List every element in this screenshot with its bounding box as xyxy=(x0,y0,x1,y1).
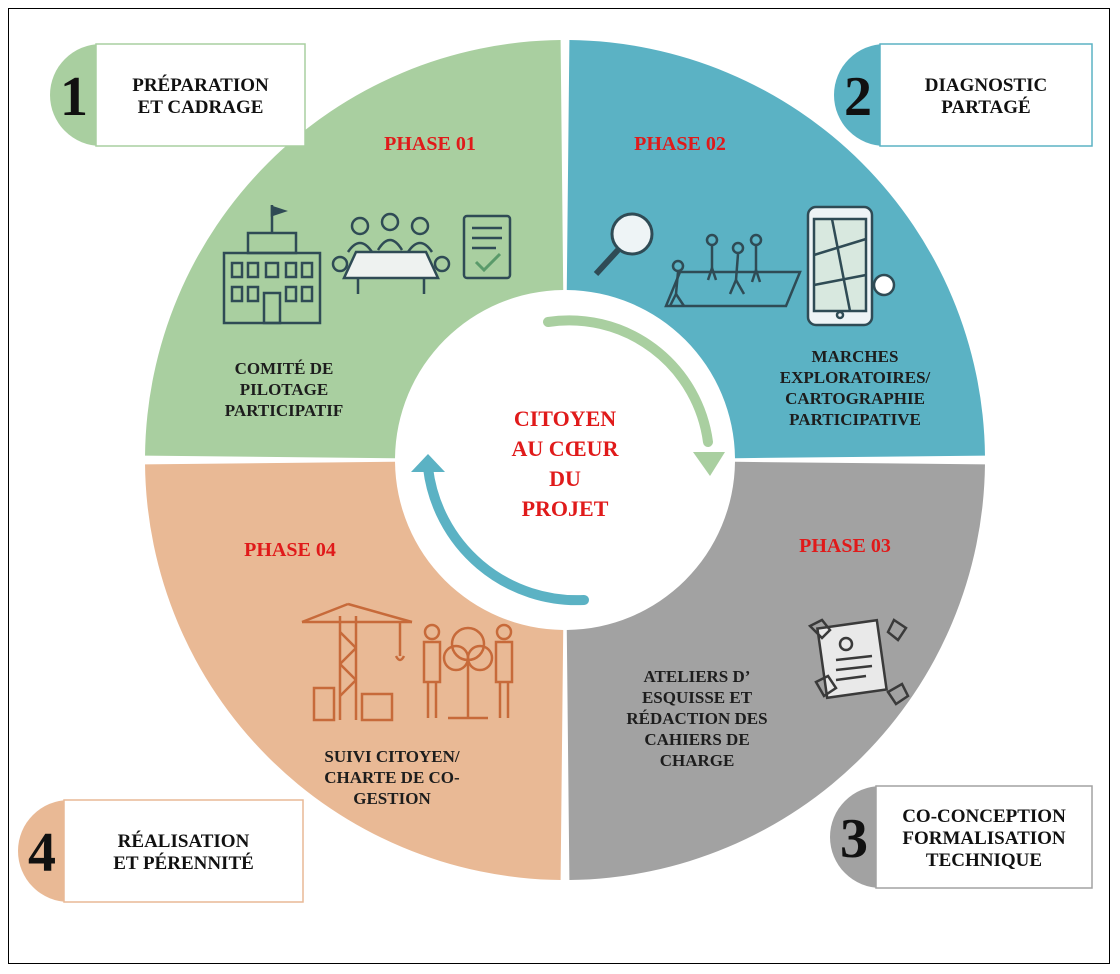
cycle-arrow-blue xyxy=(423,463,589,606)
badge-label-line: ET PÉRENNITÉ xyxy=(113,852,254,874)
phase-description-line: COMITÉ DE xyxy=(235,359,334,378)
phase-description-line: GESTION xyxy=(353,789,431,808)
cycle-arrow-green xyxy=(543,315,713,447)
phase-description-line: CHARGE xyxy=(660,751,735,770)
phase-description-line: RÉDACTION DES xyxy=(626,709,767,728)
badge-label-box xyxy=(879,43,1093,147)
badge-label-line: DIAGNOSTIC xyxy=(925,75,1047,96)
center-title-line: PROJET xyxy=(522,496,609,521)
city-hall-icon xyxy=(222,205,322,325)
crane-icon xyxy=(301,602,413,722)
phone-map-icon xyxy=(806,205,896,327)
quadrant-phase-2 xyxy=(566,40,985,459)
quadrant-phase-1 xyxy=(145,40,564,459)
phase-label-4: PHASE 04 xyxy=(244,539,336,561)
center-title: CITOYEN AU CŒUR DU PROJET xyxy=(512,406,620,521)
phase-description-line: ATELIERS D’ xyxy=(644,667,751,686)
diagram-frame xyxy=(8,8,1110,964)
phase-description-line: PARTICIPATIVE xyxy=(789,410,921,429)
cycle-arrow-green-head xyxy=(693,452,725,476)
phase-description-line: PARTICIPATIF xyxy=(225,401,343,420)
phase-description-line: PILOTAGE xyxy=(240,380,328,399)
phase-label-3: PHASE 03 xyxy=(799,535,891,557)
phase-description-line: CARTOGRAPHIE xyxy=(785,389,925,408)
badge-label-line: RÉALISATION xyxy=(118,830,250,852)
center-title-line: AU CŒUR xyxy=(512,436,620,461)
phase-description-line: ESQUISSE ET xyxy=(642,688,753,707)
checklist-document-icon xyxy=(462,214,512,280)
badge-label-box xyxy=(95,43,306,147)
contract-hands-icon xyxy=(807,618,910,706)
magnifier-icon xyxy=(593,212,654,277)
badge-number: 3 xyxy=(840,808,868,870)
people-walking-icon xyxy=(664,233,802,308)
phase-label-2: PHASE 02 xyxy=(634,133,726,155)
phase-description-line: CAHIERS DE xyxy=(644,730,749,749)
phase-description-2: MARCHES EXPLORATOIRES/CARTOGRAPHIE PARTICI… xyxy=(780,347,931,429)
badge-label-line: ET CADRAGE xyxy=(138,97,264,118)
badge-label-line: TECHNIQUE xyxy=(926,850,1042,871)
badge-number: 4 xyxy=(28,822,56,884)
phase-description-line: CHARTE DE CO- xyxy=(324,768,460,787)
badge-label-box xyxy=(875,785,1093,889)
badge-number: 2 xyxy=(844,66,872,128)
badge-label-line: PRÉPARATION xyxy=(132,74,269,96)
badge-label-box xyxy=(63,799,304,903)
center-circle xyxy=(407,302,723,618)
phase-description-1: COMITÉ DE PILOTAGE PARTICIPATIF xyxy=(225,359,343,420)
badge-label-line: PARTAGÉ xyxy=(941,96,1030,118)
phase-description-line: MARCHES xyxy=(812,347,899,366)
phase-description-line: EXPLORATOIRES/ xyxy=(780,368,931,387)
phase-description-line: SUIVI CITOYEN/ xyxy=(324,747,460,766)
phase-description-4: SUIVI CITOYEN/CHARTE DE CO- GESTION xyxy=(324,747,460,808)
phase-label-1: PHASE 01 xyxy=(384,133,476,155)
badge-label-line: CO-CONCEPTION xyxy=(902,806,1066,827)
badge-label-line: FORMALISATION xyxy=(902,828,1066,849)
center-title-line: DU xyxy=(549,466,581,491)
badge-number: 1 xyxy=(60,66,88,128)
people-tree-icon xyxy=(422,623,514,720)
quadrant-phase-3 xyxy=(566,461,985,880)
phase-description-3: ATELIERS D’ ESQUISSE ET RÉDACTION DES CAHIE… xyxy=(626,667,767,770)
meeting-table-icon xyxy=(331,212,451,294)
quadrant-phase-4 xyxy=(145,461,564,880)
cycle-arrow-blue-head xyxy=(411,454,445,472)
center-title-line: CITOYEN xyxy=(514,406,616,431)
